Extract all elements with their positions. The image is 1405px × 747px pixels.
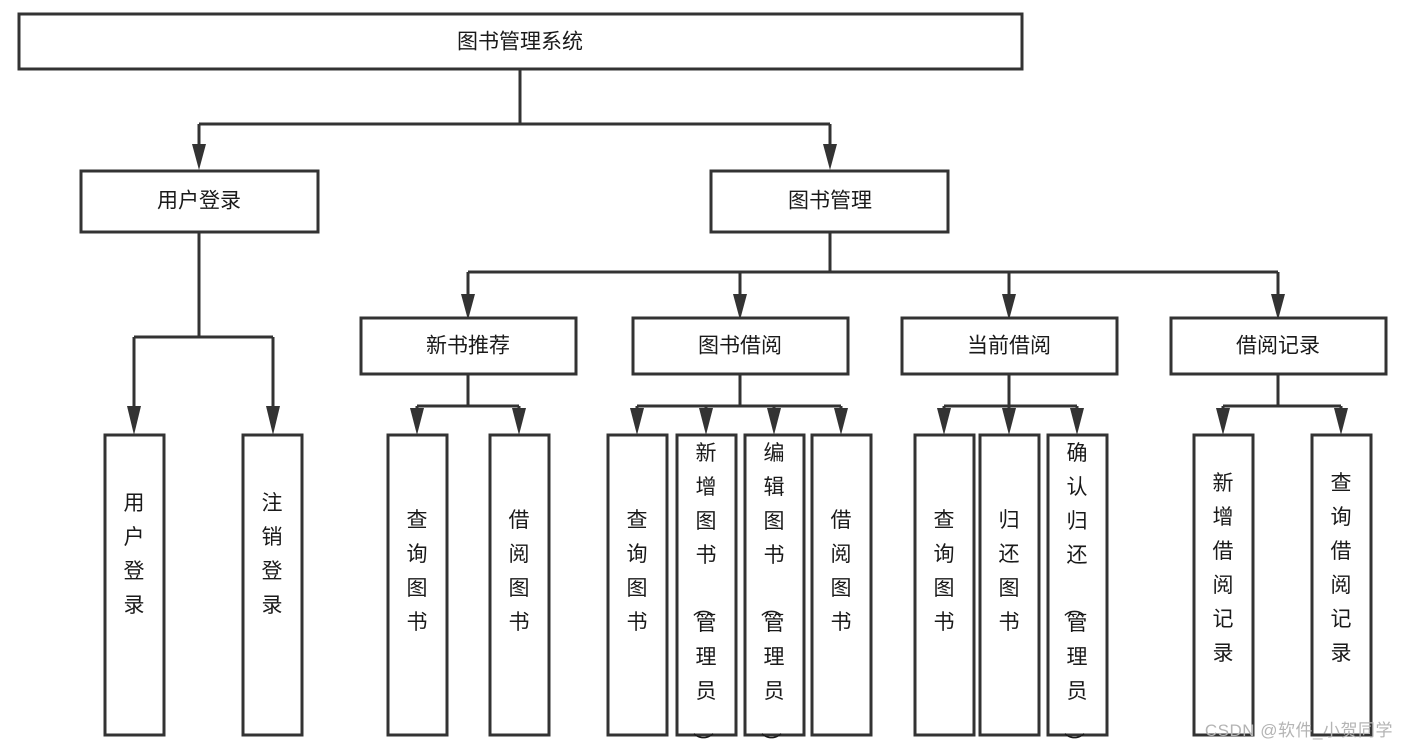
node-book-manage-label: 图书管理 (788, 190, 872, 213)
node-leaf-add-record-box[interactable] (1192, 433, 1255, 737)
node-leaf-edit-book-box[interactable] (743, 433, 806, 737)
node-leaf-query-book-1[interactable]: 查询图书 (386, 433, 449, 737)
node-borrow-record-box[interactable] (1169, 316, 1388, 376)
node-new-book-rec-label: 新书推荐 (426, 335, 510, 358)
node-leaf-confirm-return-label: 确认归还（管理员） (1062, 442, 1088, 747)
node-borrow-record-label: 借阅记录 (1236, 335, 1320, 358)
node-leaf-confirm-return[interactable]: 确认归还（管理员） (1046, 433, 1109, 747)
node-book-borrow-box[interactable] (631, 316, 850, 376)
edge-layer (127, 69, 1348, 435)
node-leaf-query-book-3-label: 查询图书 (934, 509, 955, 634)
arrow-head-leaf-return-book (1002, 408, 1016, 435)
node-leaf-return-book-label: 归还图书 (999, 509, 1020, 634)
node-current-borrow[interactable]: 当前借阅 (900, 316, 1119, 376)
arrow-head-leaf-add-book (699, 408, 713, 435)
arrow-head-leaf-query-book-1 (410, 408, 424, 435)
arrow-head-book-manage (823, 144, 837, 170)
node-user-login[interactable]: 用户登录 (79, 169, 320, 234)
arrow-head-leaf-query-book-3 (937, 408, 951, 435)
node-leaf-user-login-label: 用户登录 (124, 492, 145, 617)
node-leaf-query-record[interactable]: 查询借阅记录 (1310, 433, 1373, 737)
arrow-head-leaf-logout (266, 406, 280, 435)
node-current-borrow-label: 当前借阅 (967, 335, 1051, 358)
arrow-head-book-borrow (733, 294, 747, 320)
node-leaf-logout[interactable]: 注销登录 (241, 433, 304, 737)
node-leaf-add-record[interactable]: 新增借阅记录 (1192, 433, 1255, 737)
arrow-head-leaf-query-record (1334, 408, 1348, 435)
node-borrow-record[interactable]: 借阅记录 (1169, 316, 1388, 376)
node-leaf-query-book-2[interactable]: 查询图书 (606, 433, 669, 737)
node-book-manage[interactable]: 图书管理 (709, 169, 950, 234)
node-leaf-user-login-box[interactable] (103, 433, 166, 737)
node-new-book-rec-box[interactable] (359, 316, 578, 376)
arrow-head-leaf-user-login (127, 406, 141, 435)
arrow-head-leaf-query-book-2 (630, 408, 644, 435)
node-leaf-add-book[interactable]: 新增图书（管理员） (675, 433, 738, 747)
node-leaf-query-record-label: 查询借阅记录 (1331, 472, 1352, 665)
node-leaf-add-book-label: 新增图书（管理员） (691, 442, 717, 747)
arrow-head-new-book-rec (461, 294, 475, 320)
arrow-head-current-borrow (1002, 294, 1016, 320)
node-leaf-query-record-box[interactable] (1310, 433, 1373, 737)
node-leaf-add-book-box[interactable] (675, 433, 738, 737)
arrow-head-user-login (192, 144, 206, 170)
node-user-login-box[interactable] (79, 169, 320, 234)
node-leaf-borrow-book-1[interactable]: 借阅图书 (488, 433, 551, 737)
node-current-borrow-box[interactable] (900, 316, 1119, 376)
node-leaf-query-book-2-box[interactable] (606, 433, 669, 737)
node-root-label: 图书管理系统 (457, 31, 583, 54)
node-leaf-user-login[interactable]: 用户登录 (103, 433, 166, 737)
node-book-manage-box[interactable] (709, 169, 950, 234)
node-leaf-logout-box[interactable] (241, 433, 304, 737)
node-leaf-borrow-book-2[interactable]: 借阅图书 (810, 433, 873, 737)
node-new-book-rec[interactable]: 新书推荐 (359, 316, 578, 376)
node-leaf-query-book-3-box[interactable] (913, 433, 976, 737)
node-leaf-logout-label: 注销登录 (262, 492, 283, 617)
node-book-borrow[interactable]: 图书借阅 (631, 316, 850, 376)
node-leaf-borrow-book-2-label: 借阅图书 (831, 509, 852, 634)
node-leaf-query-book-2-label: 查询图书 (627, 509, 648, 634)
node-leaf-edit-book[interactable]: 编辑图书（管理员） (743, 433, 806, 747)
arrow-head-leaf-confirm-return (1070, 408, 1084, 435)
node-leaf-return-book[interactable]: 归还图书 (978, 433, 1041, 737)
arrow-head-leaf-edit-book (767, 408, 781, 435)
node-leaf-add-record-label: 新增借阅记录 (1213, 472, 1234, 665)
arrow-head-leaf-borrow-book-2 (834, 408, 848, 435)
node-leaf-borrow-book-2-box[interactable] (810, 433, 873, 737)
node-root[interactable]: 图书管理系统 (17, 12, 1024, 71)
node-leaf-query-book-3[interactable]: 查询图书 (913, 433, 976, 737)
arrow-head-leaf-borrow-book-1 (512, 408, 526, 435)
node-book-borrow-label: 图书借阅 (698, 335, 782, 358)
node-leaf-edit-book-label: 编辑图书（管理员） (759, 442, 785, 747)
arrow-head-leaf-add-record (1216, 408, 1230, 435)
node-root-box[interactable] (17, 12, 1024, 71)
arrow-head-borrow-record (1271, 294, 1285, 320)
node-leaf-query-book-1-box[interactable] (386, 433, 449, 737)
node-leaf-borrow-book-1-label: 借阅图书 (509, 509, 530, 634)
node-leaf-query-book-1-label: 查询图书 (407, 509, 428, 634)
node-leaf-return-book-box[interactable] (978, 433, 1041, 737)
node-leaf-confirm-return-box[interactable] (1046, 433, 1109, 737)
node-user-login-label: 用户登录 (157, 190, 241, 213)
node-leaf-borrow-book-1-box[interactable] (488, 433, 551, 737)
